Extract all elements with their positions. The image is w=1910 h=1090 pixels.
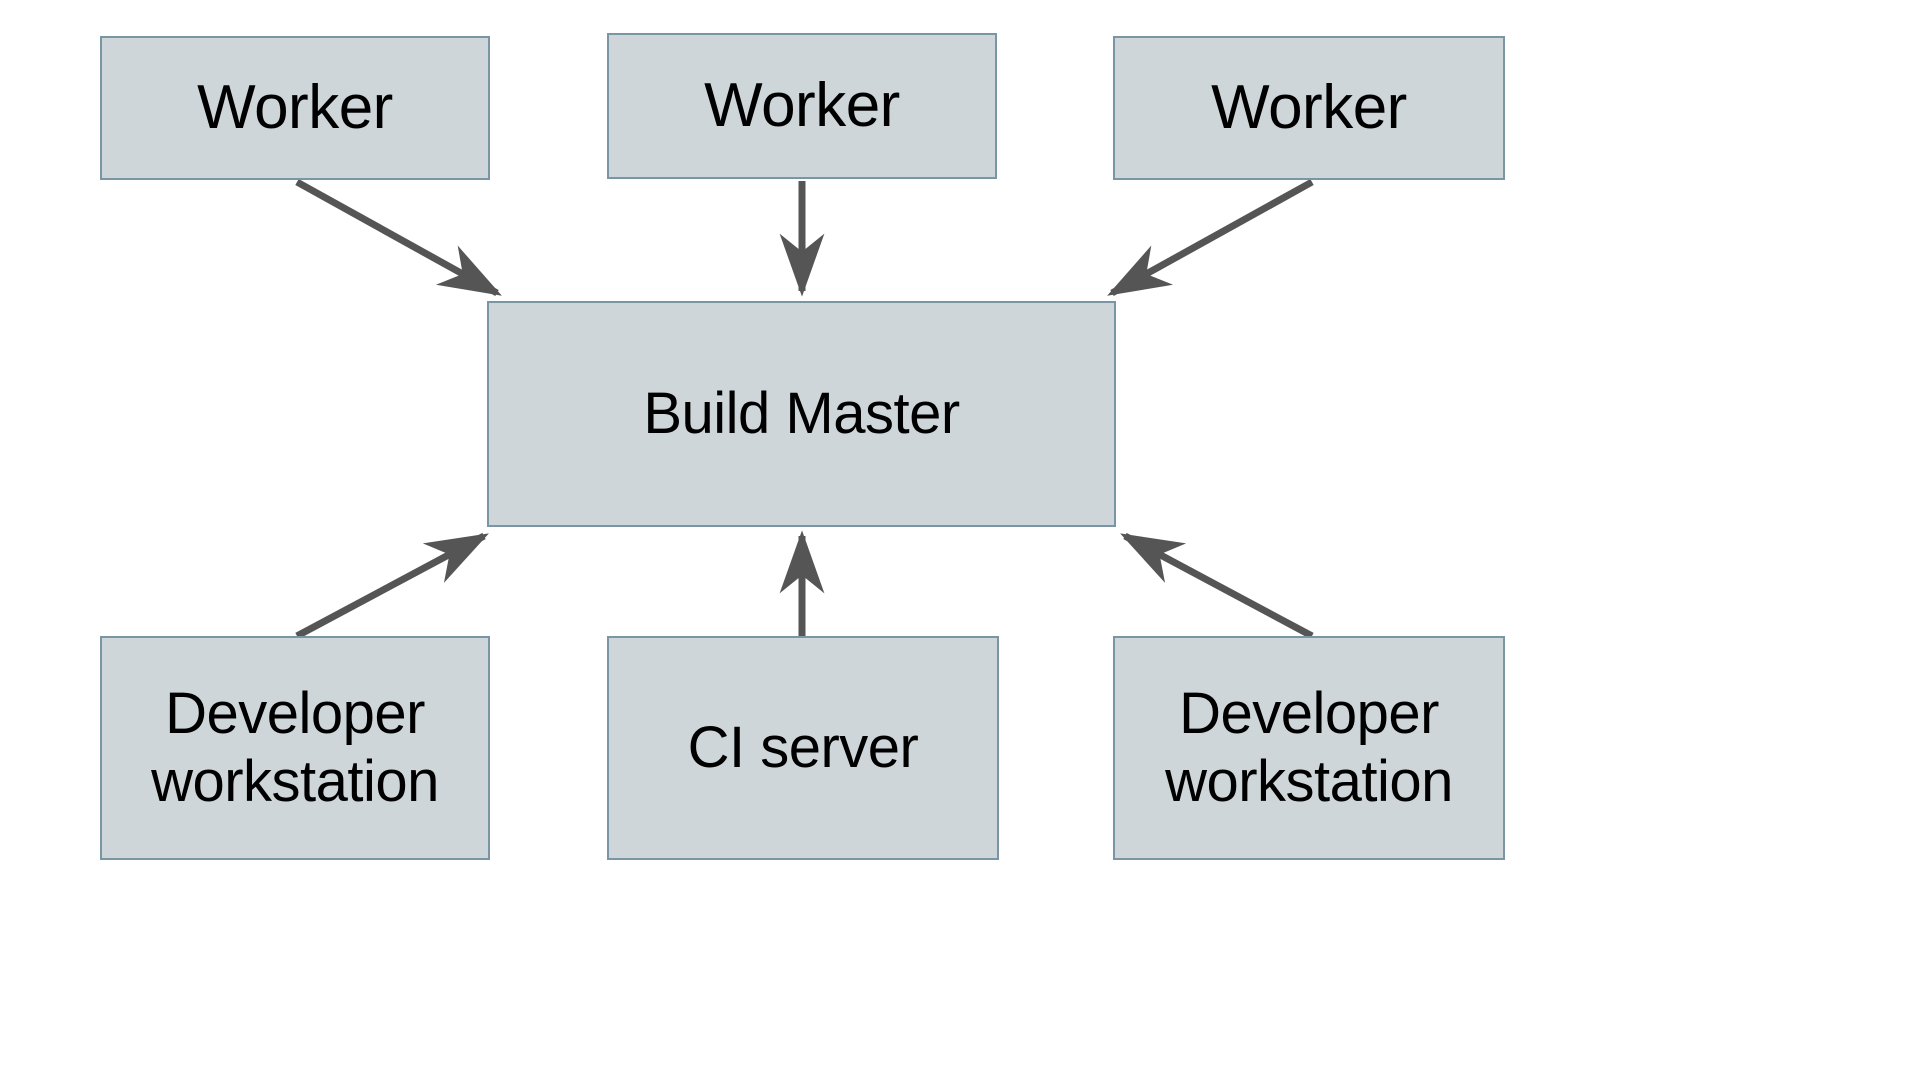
node-worker-left[interactable]: Worker: [100, 36, 490, 180]
edge-dev-right-to-master: [1120, 532, 1314, 640]
node-worker-middle[interactable]: Worker: [607, 33, 997, 179]
node-developer-workstation-left[interactable]: Developer workstation: [100, 636, 490, 860]
edge-worker-right-to-master: [1107, 178, 1314, 297]
node-developer-workstation-right[interactable]: Developer workstation: [1113, 636, 1505, 860]
node-ci-server[interactable]: CI server: [607, 636, 999, 860]
edge-worker-left-to-master: [295, 178, 502, 297]
edge-dev-left-to-master: [295, 532, 489, 640]
node-worker-right[interactable]: Worker: [1113, 36, 1505, 180]
node-build-master[interactable]: Build Master: [487, 301, 1116, 527]
